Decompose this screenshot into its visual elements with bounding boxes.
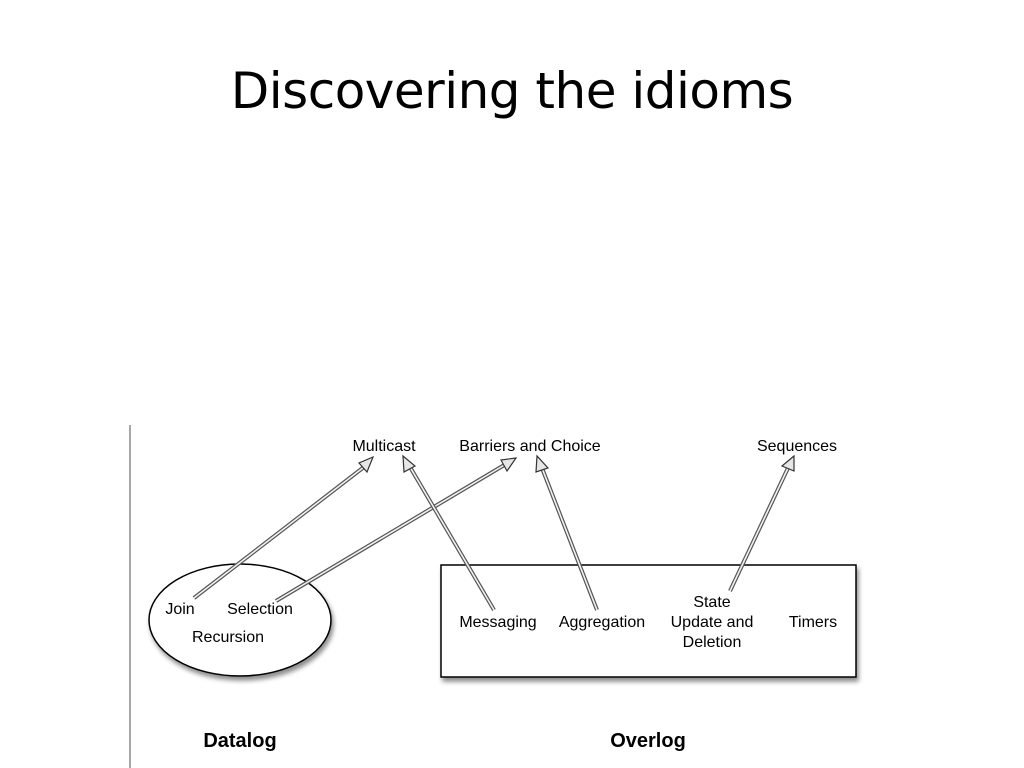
overlog-box [440,564,857,678]
state-update-label-line3: Deletion [683,634,742,651]
datalog-group-label: Datalog [203,730,276,752]
slide-title: Discovering the idioms [230,62,794,120]
state-update-label-line2: Update and [671,614,754,631]
arrow-state-to-sequences [728,454,795,592]
sequences-label: Sequences [757,438,837,455]
overlog-group-label: Overlog [610,730,686,752]
multicast-label: Multicast [352,438,416,455]
arrow-selection-to-barriers [274,457,518,603]
messaging-label: Messaging [459,614,536,631]
datalog-ellipse [148,563,332,677]
state-update-label-line1: State [693,594,730,611]
recursion-label: Recursion [192,629,264,646]
selection-label: Selection [227,601,293,618]
aggregation-label: Aggregation [559,614,645,631]
arrow-messaging-to-multicast [402,454,496,612]
join-label: Join [165,601,194,618]
arrow-join-to-multicast [192,455,375,600]
arrow-aggregation-to-barriers [535,454,599,611]
barriers-and-choice-label: Barriers and Choice [459,438,601,455]
timers-label: Timers [789,614,837,631]
